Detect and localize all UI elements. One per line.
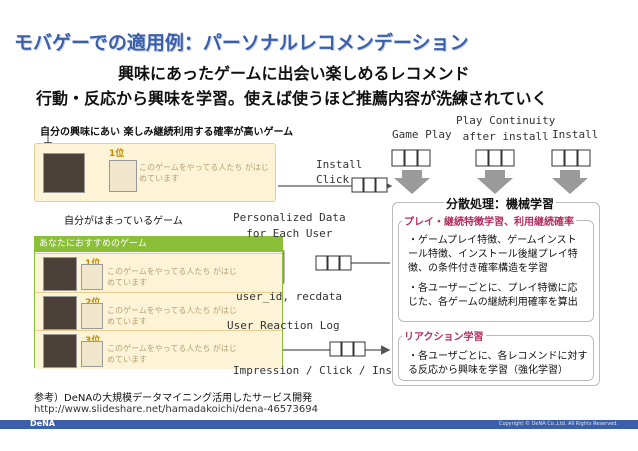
friend-avatar [81, 303, 103, 329]
install-label: Install [552, 128, 599, 141]
playing-caption: 自分がはまっているゲーム [64, 216, 183, 227]
footer-copyright: Copyright © DeNA Co.,Ltd. All Rights Res… [498, 421, 618, 427]
db-label: user_id, recdata [236, 290, 342, 303]
section1-title: プレイ・継続特徴学習、利用継続確率 [402, 213, 576, 228]
reference-line-1: 参考）DeNAの大規模データマイニング活用したサービス開発 [34, 393, 313, 404]
friend-avatar [109, 160, 137, 192]
personalized-label: Personalized Data for Each User [233, 211, 346, 240]
section2-bullet: ・各ユーザごとに、各レコメンドに対する反応から興味を学習（強化学習） [408, 351, 588, 376]
continuity-down-arrow [477, 170, 513, 194]
rec-item[interactable]: 2位 このゲームをやってる人たち がはじめています [35, 292, 282, 331]
footer-bar: DeNA Copyright © DeNA Co.,Ltd. All Right… [0, 419, 638, 429]
game-play-label: Game Play [392, 128, 452, 141]
reference-url[interactable]: http://www.slideshare.net/hamadakoichi/d… [34, 404, 318, 415]
personalized-cards [315, 255, 352, 271]
game-thumbnail [43, 334, 77, 368]
top-game-card[interactable]: 1位 このゲームをやってる人たち がはじめています [34, 143, 276, 202]
game-thumbnail [43, 257, 77, 291]
rec-item-text: このゲームをやってる人たち がはじめています [107, 306, 237, 326]
slide-title: モバゲーでの適用例：パーソナルレコメンデーション [14, 32, 469, 54]
section1-bullet: ・各ユーザーごとに、プレイ特徴に応じた、各ゲームの継続利用確率を算出 [408, 283, 578, 308]
reaction-log-label: User Reaction Log [227, 319, 340, 332]
reaction-types-label: Impression / Click / Install [233, 364, 419, 377]
install-cards [551, 149, 591, 167]
game-play-cards [391, 149, 431, 167]
reaction-log-cards [329, 341, 366, 357]
friend-avatar [81, 264, 103, 290]
install-click-cards [351, 177, 388, 193]
interest-caption: 自分の興味にあい 楽しみ継続利用する確率が高いゲーム [40, 127, 294, 138]
slide-subtitle-2: 行動・反応から興味を学習。使えば使うほど推薦内容が洗練されていく [36, 89, 548, 108]
rec-item-text: このゲームをやってる人たち がはじめています [107, 344, 237, 364]
play-continuity-label: Play Continuity after install [456, 114, 556, 143]
rec-item[interactable]: 1位 このゲームをやってる人たち がはじめています [35, 253, 282, 292]
game-thumbnail [43, 296, 77, 330]
ml-title: 分散処理：機械学習 [444, 195, 557, 212]
recommendation-panel: あなたにおすすめのゲーム 1位 このゲームをやってる人たち がはじめています 2… [34, 236, 283, 369]
section1-bullet: ・ゲームプレイ特徴、ゲームインストール特徴、インストール後継プレイ特徴、の条件付… [408, 235, 578, 274]
slide-subtitle-1: 興味にあったゲームに出会い楽しめるレコメンド [118, 64, 470, 83]
rec-item[interactable]: 3位 このゲームをやってる人たち がはじめています [35, 330, 282, 369]
section2-title: リアクション学習 [402, 328, 486, 343]
top-game-text: このゲームをやってる人たち がはじめています [139, 163, 269, 183]
rec-item-text: このゲームをやってる人たち がはじめています [107, 267, 237, 287]
game-play-down-arrow [394, 170, 430, 194]
rank-label: 1位 [109, 149, 125, 159]
footer-logo: DeNA [30, 419, 55, 428]
play-continuity-cards [475, 149, 515, 167]
rec-header: あなたにおすすめのゲーム [35, 237, 282, 252]
friend-avatar [81, 341, 103, 367]
game-thumbnail [43, 153, 85, 193]
install-click-label: Install Click [316, 158, 363, 186]
install-down-arrow [552, 170, 588, 194]
